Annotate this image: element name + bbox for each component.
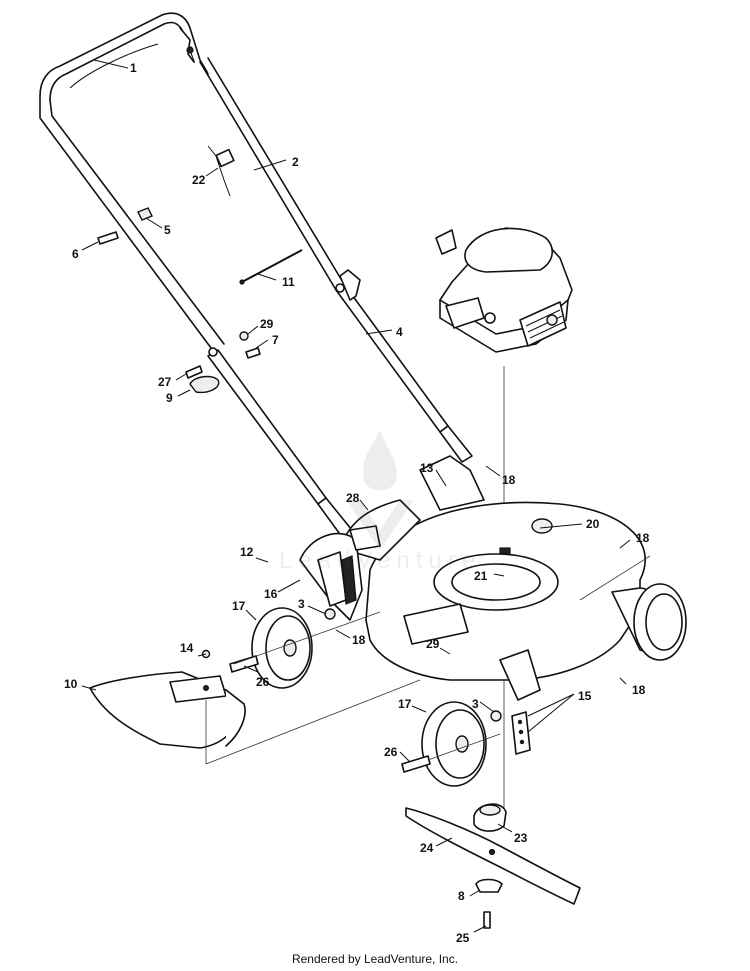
callout-16: 16 xyxy=(264,587,278,601)
callout-27: 27 xyxy=(158,375,172,389)
cable-lever[interactable] xyxy=(179,27,361,301)
callout-2: 2 xyxy=(292,155,299,169)
callout-20: 20 xyxy=(586,517,600,531)
cable-tie-22[interactable] xyxy=(207,145,235,197)
callout-9: 9 xyxy=(166,391,173,405)
callout-1: 1 xyxy=(130,61,137,75)
callout-12: 12 xyxy=(240,545,254,559)
callout-24: 24 xyxy=(420,841,434,855)
discharge-plate[interactable] xyxy=(89,649,246,749)
svg-text:LeadVenture: LeadVenture xyxy=(279,547,481,570)
front-wheel[interactable] xyxy=(421,701,487,787)
callout-26-front: 26 xyxy=(384,745,398,759)
callout-18-right: 18 xyxy=(636,531,650,545)
callout-25: 25 xyxy=(456,931,470,945)
callout-29-deck: 29 xyxy=(426,637,440,651)
blade-adapter[interactable] xyxy=(473,803,507,832)
callout-7: 7 xyxy=(272,333,279,347)
height-adjuster-15[interactable] xyxy=(511,711,531,755)
callout-13: 13 xyxy=(420,461,434,475)
callout-15: 15 xyxy=(578,689,592,703)
callout-8: 8 xyxy=(458,889,465,903)
rear-wheel[interactable] xyxy=(251,607,313,689)
callout-18-deck: 18 xyxy=(352,633,366,647)
callout-11: 11 xyxy=(282,275,295,289)
callout-14: 14 xyxy=(180,641,194,655)
callout-26-rear: 26 xyxy=(256,675,270,689)
callout-23: 23 xyxy=(514,831,528,845)
callout-5: 5 xyxy=(164,223,171,237)
render-credit: Rendered by LeadVenture, Inc. xyxy=(291,952,459,966)
deck-mount-bracket[interactable] xyxy=(299,525,381,621)
callout-21: 21 xyxy=(474,569,488,583)
leadventure-watermark: LeadVenture xyxy=(279,430,481,570)
right-wheel[interactable] xyxy=(633,583,687,661)
lower-handle[interactable] xyxy=(207,283,473,549)
blade-bolt-hardware[interactable] xyxy=(475,878,503,929)
callout-17-front: 17 xyxy=(398,697,412,711)
callout-17-rear: 17 xyxy=(232,599,246,613)
callout-6: 6 xyxy=(72,247,79,261)
leader-lines xyxy=(81,59,631,933)
callout-10: 10 xyxy=(64,677,78,691)
callout-labels: 1 2 22 5 6 11 4 29 7 27 9 13 18 28 20 18… xyxy=(64,61,650,945)
wheel-bolts[interactable] xyxy=(229,608,502,773)
mower-blade[interactable] xyxy=(405,807,581,905)
callout-28: 28 xyxy=(346,491,360,505)
callout-29-upper: 29 xyxy=(260,317,274,331)
cable-11[interactable] xyxy=(239,249,303,285)
engine[interactable] xyxy=(435,227,573,353)
callout-4: 4 xyxy=(396,325,403,339)
callout-3-front: 3 xyxy=(472,697,479,711)
handle-knob-hardware[interactable] xyxy=(185,331,261,394)
upper-handle[interactable] xyxy=(39,12,345,353)
callout-3-rear: 3 xyxy=(298,597,305,611)
callout-22: 22 xyxy=(192,173,206,187)
callout-18-top: 18 xyxy=(502,473,516,487)
hardware-5-6[interactable] xyxy=(97,207,153,245)
callout-18-front: 18 xyxy=(632,683,646,697)
